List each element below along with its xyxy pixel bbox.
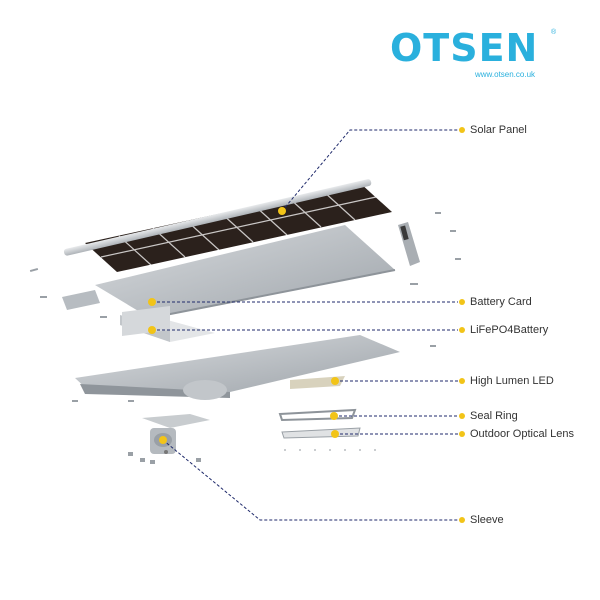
dot-lifepo4-end [459, 327, 465, 333]
dot-solar-panel-start [278, 207, 286, 215]
dot-seal-end [459, 413, 465, 419]
dot-seal-start [330, 412, 338, 420]
sleeve-part [142, 414, 210, 454]
dot-battery-card-end [459, 299, 465, 305]
label-high-lumen-led: High Lumen LED [470, 375, 554, 387]
solar-panel-part [63, 179, 392, 272]
registered-mark: ® [551, 29, 557, 36]
dot-led-end [459, 378, 465, 384]
dot-sleeve-end [459, 517, 465, 523]
small-bolts [284, 449, 376, 451]
dot-battery-card-start [148, 298, 156, 306]
lifepo4-battery-part [120, 306, 215, 342]
brand-wordmark: OTSEN [390, 26, 539, 70]
dot-led-start [331, 377, 339, 385]
dot-sleeve-start [159, 436, 167, 444]
battery-tray-part [95, 225, 396, 319]
led-housing-part [75, 335, 400, 400]
label-lifepo4-battery: LiFePO4Battery [470, 324, 549, 336]
callout-dots [148, 127, 465, 523]
seal-ring-part [278, 408, 357, 422]
end-cap-left [62, 290, 100, 310]
dot-lifepo4-start [148, 326, 156, 334]
brand-url: www.otsen.co.uk [475, 70, 536, 79]
label-sleeve: Sleeve [470, 514, 504, 526]
leader-lines [152, 129, 458, 521]
optical-lens-part [281, 427, 361, 439]
dot-solar-panel-end [459, 127, 465, 133]
leader-line-sleeve [162, 439, 458, 521]
label-seal-ring: Seal Ring [470, 410, 518, 422]
label-battery-card: Battery Card [470, 296, 532, 308]
dot-lens-start [331, 430, 339, 438]
leader-line-solar-panel [281, 129, 458, 212]
label-solar-panel: Solar Panel [470, 124, 527, 136]
end-cap-right [398, 222, 420, 266]
label-outdoor-optical-lens: Outdoor Optical Lens [470, 428, 574, 440]
screws [29, 212, 461, 464]
dot-lens-end [459, 431, 465, 437]
